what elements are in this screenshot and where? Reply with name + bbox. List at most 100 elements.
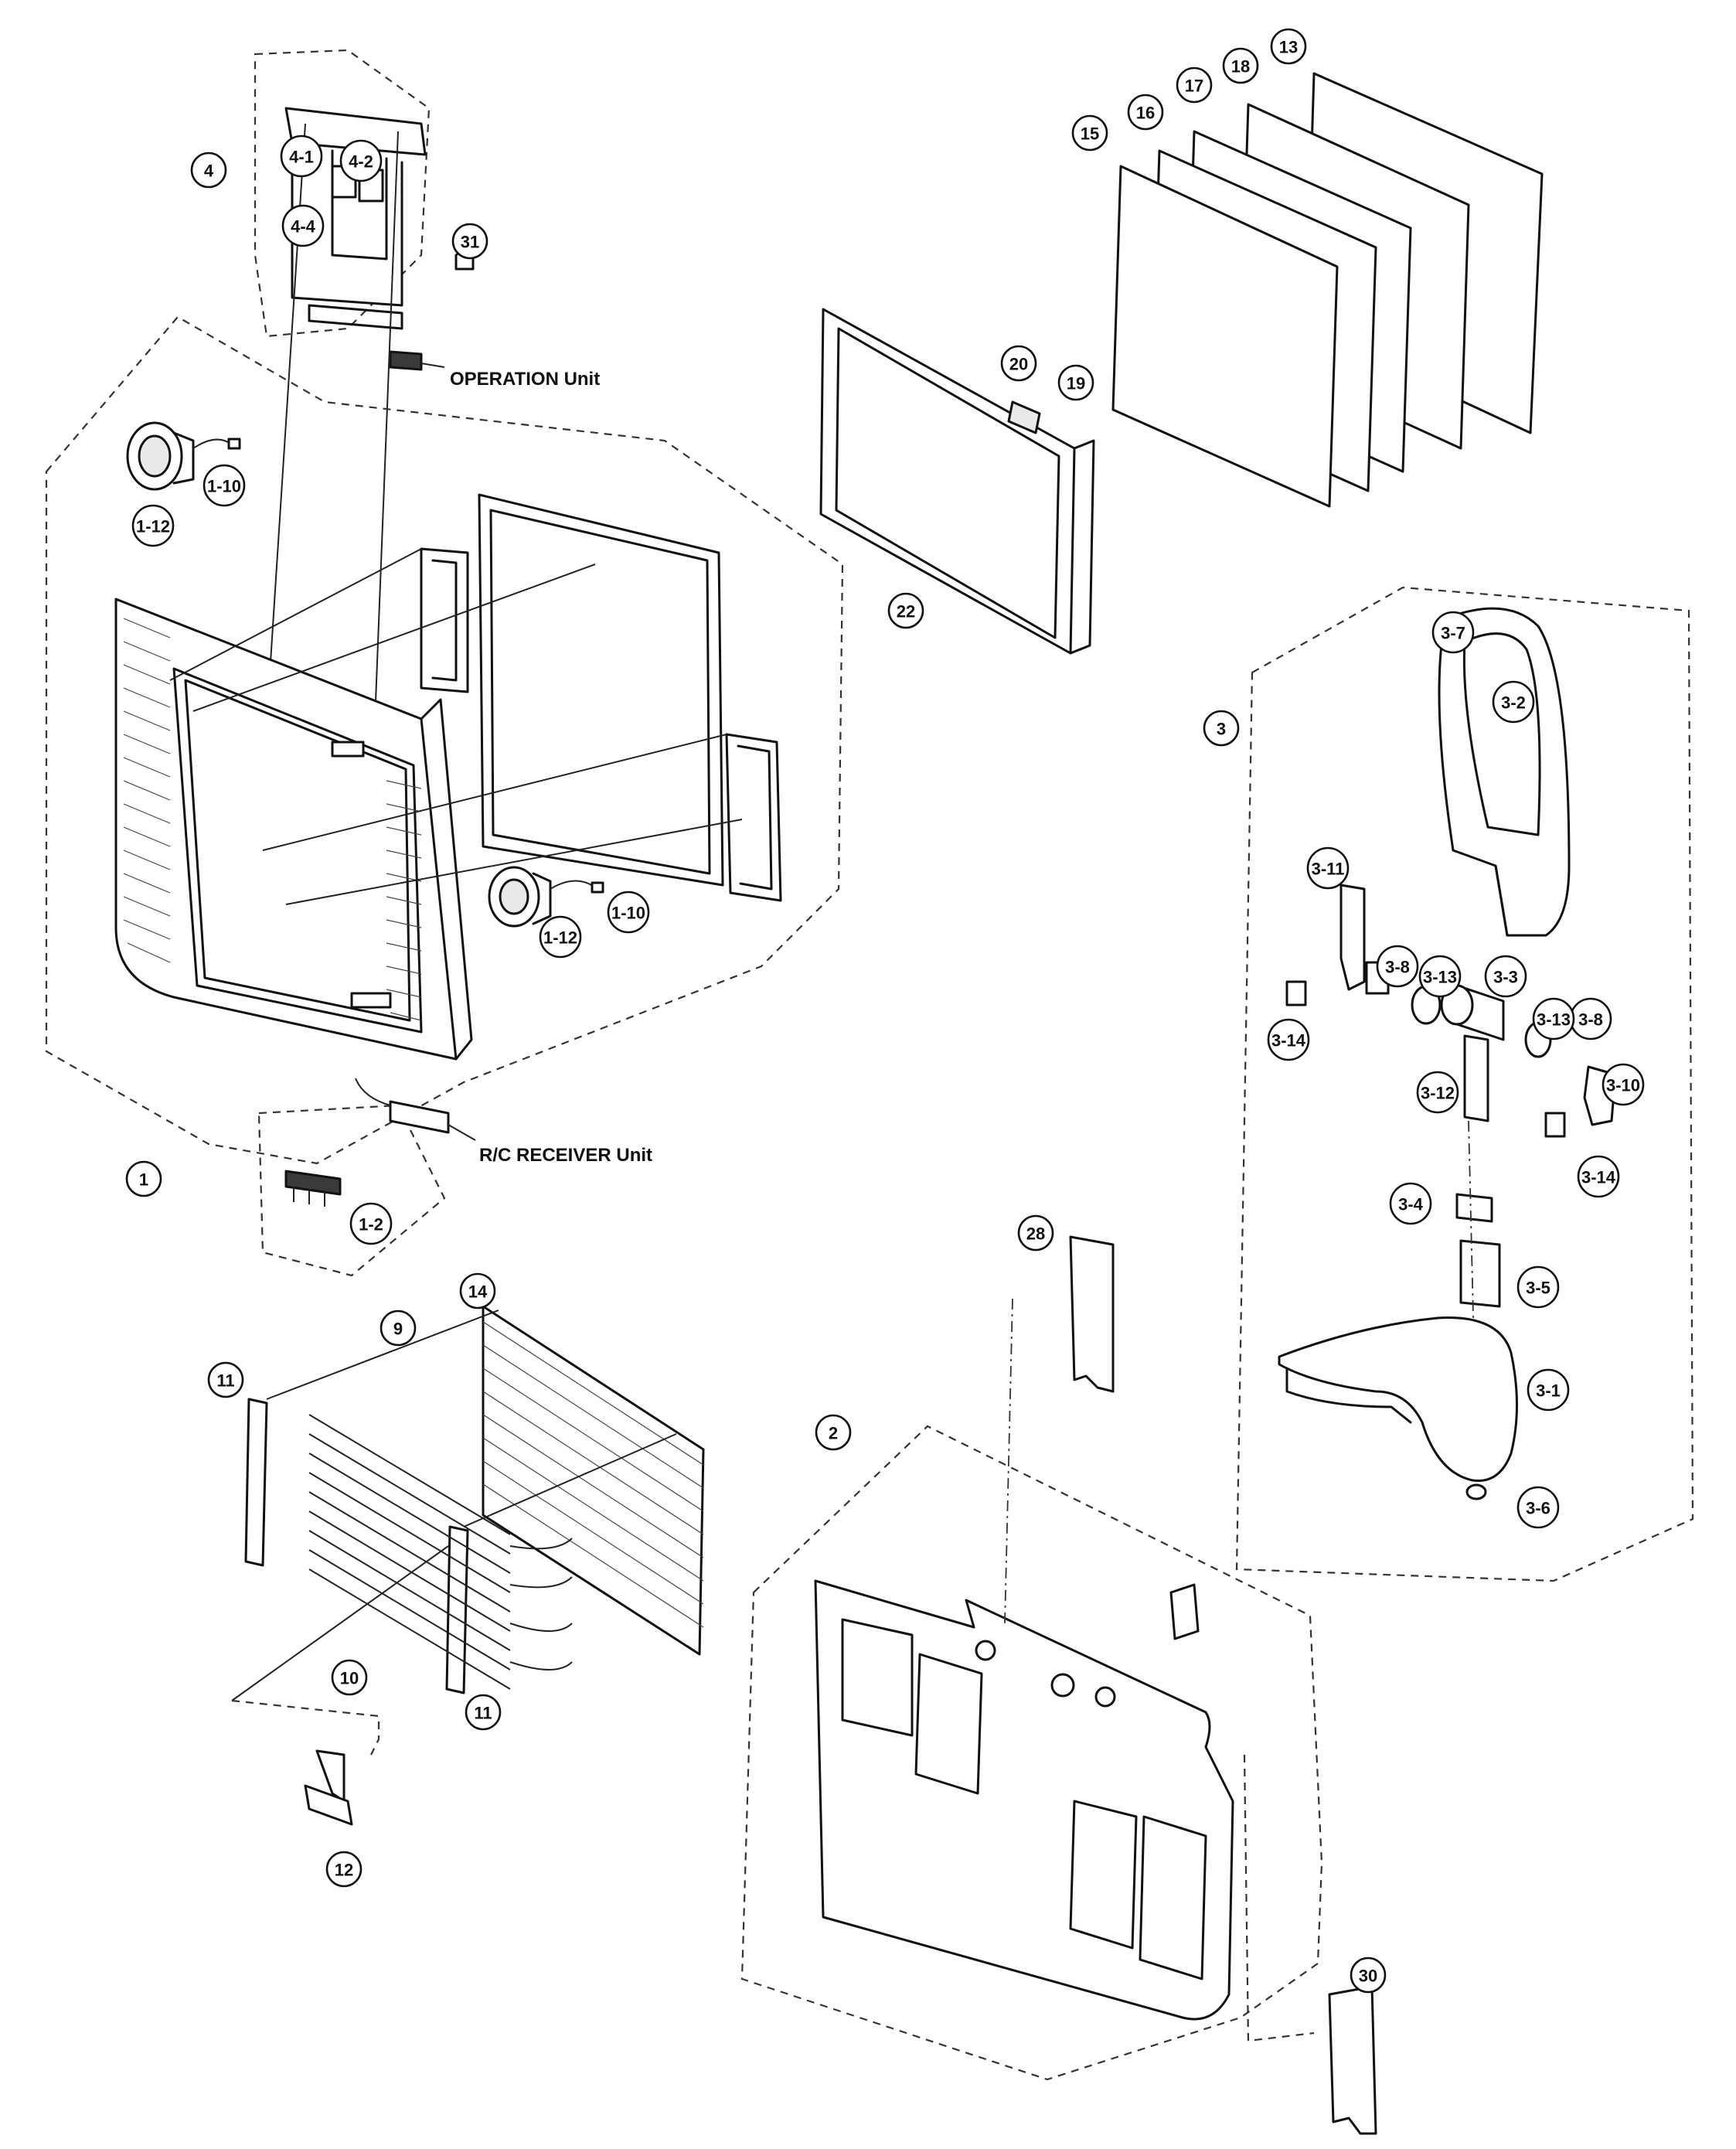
callout-circle	[1000, 345, 1037, 382]
callout-12: 12	[325, 1851, 363, 1888]
callout-circle	[1017, 1214, 1054, 1252]
callout-circle	[203, 464, 246, 507]
callout-circle	[1532, 997, 1575, 1040]
unit-label-operation: OPERATION Unit	[420, 363, 600, 390]
callout-4-1: 4-1	[280, 135, 323, 178]
callout-label: 3-6	[1526, 1499, 1550, 1518]
callout-circle	[131, 504, 175, 547]
callout-17: 17	[1176, 66, 1213, 104]
rear-cabinet	[814, 1579, 1234, 2021]
callout-label: 2	[829, 1424, 838, 1443]
callout-circle	[280, 135, 323, 178]
backlight-diffuser-14	[482, 1305, 705, 1656]
callout-circle	[281, 204, 325, 247]
callout-label: 11	[216, 1371, 234, 1391]
callout-label: 3-10	[1606, 1076, 1640, 1095]
callout-circle	[1431, 611, 1475, 654]
group-3-boundary	[1235, 586, 1694, 1582]
callout-label: 9	[393, 1320, 403, 1339]
bracket-12	[304, 1749, 353, 1826]
callout-circle	[465, 1694, 502, 1731]
callout-label: 3	[1217, 720, 1226, 739]
callout-3-13a: 3-13	[1418, 955, 1462, 998]
callout-circle	[325, 1851, 363, 1888]
callout-label: 4	[204, 162, 214, 181]
stand-hinge-parts	[1285, 884, 1617, 1446]
callout-label: 3-8	[1578, 1010, 1603, 1030]
callout-16: 16	[1127, 94, 1164, 131]
callout-label: 3-14	[1271, 1031, 1306, 1051]
callout-10: 10	[331, 1659, 368, 1696]
callout-3-14b: 3-14	[1577, 1155, 1620, 1198]
lamp-holder-11a	[244, 1398, 268, 1567]
callout-circle	[1306, 846, 1350, 890]
callout-label: 3-1	[1536, 1381, 1561, 1401]
callout-circle	[1127, 94, 1164, 131]
callout-label: 1-10	[611, 904, 645, 923]
callout-label: 30	[1359, 1967, 1377, 1986]
lamp-group-boundary	[231, 1699, 380, 1756]
callout-circle	[380, 1309, 417, 1347]
lcd-frame	[819, 308, 1095, 655]
callout-3-4: 3-4	[1389, 1182, 1432, 1225]
callout-circle	[125, 1160, 162, 1197]
callout-circle	[1602, 1063, 1645, 1106]
callout-circle	[815, 1414, 852, 1451]
lamps-9	[231, 1309, 677, 1701]
callout-label: 4-2	[349, 152, 373, 172]
cover-30	[1328, 1985, 1377, 2135]
group-2-boundary	[740, 1425, 1323, 2081]
callout-circle	[190, 152, 227, 189]
callout-circle	[331, 1659, 368, 1696]
callout-label: 3-3	[1493, 968, 1518, 987]
callout-3-12: 3-12	[1416, 1071, 1459, 1114]
callout-circle	[607, 891, 650, 934]
callout-13: 13	[1270, 28, 1307, 65]
callout-3-5: 3-5	[1516, 1265, 1560, 1309]
callout-label: 17	[1185, 77, 1203, 96]
callout-circle	[1057, 364, 1094, 401]
callout-3-13b: 3-13	[1532, 997, 1575, 1040]
callout-11a: 11	[207, 1361, 244, 1398]
callout-label: 3-8	[1385, 958, 1410, 977]
callout-4-2: 4-2	[339, 139, 383, 182]
callout-label: 11	[474, 1704, 492, 1723]
callout-1-10b: 1-10	[607, 891, 650, 934]
callout-label: 12	[335, 1861, 353, 1880]
callout-layer: 1 1-2 1-10 1-10 1-12 1-12 2 3 3-1 3-2 3-3 3-4 3-5 3-6…	[125, 28, 1645, 1994]
callout-4: 4	[190, 152, 227, 189]
callout-label: 22	[897, 602, 915, 622]
callout-circle	[1418, 955, 1462, 998]
lamp-holder-11b	[445, 1525, 469, 1694]
callout-label: 3-11	[1312, 860, 1345, 879]
callout-label: 1	[139, 1170, 148, 1190]
callout-circle	[1270, 28, 1307, 65]
callout-circle	[1267, 1018, 1310, 1061]
callout-label: 1-10	[207, 477, 241, 496]
callout-circle	[1492, 680, 1535, 724]
speaker-left	[126, 421, 241, 491]
callout-label: 10	[340, 1669, 359, 1688]
optical-sheets	[1111, 72, 1544, 508]
cover-28	[1004, 1235, 1115, 1624]
callout-label: 3-13	[1423, 968, 1457, 987]
callout-3-1: 3-1	[1527, 1368, 1570, 1412]
callout-label: 13	[1279, 38, 1298, 57]
callout-circle	[1376, 945, 1419, 988]
callout-1-12b: 1-12	[539, 915, 582, 959]
callout-1-12a: 1-12	[131, 504, 175, 547]
callout-3-6: 3-6	[1516, 1486, 1560, 1529]
callout-label: 3-2	[1501, 693, 1526, 713]
callout-30: 30	[1350, 1957, 1387, 1994]
callout-15: 15	[1071, 114, 1108, 152]
callout-4-4: 4-4	[281, 204, 325, 247]
callout-circle	[1516, 1265, 1560, 1309]
callout-19: 19	[1057, 364, 1094, 401]
callout-label: 1-2	[359, 1215, 383, 1235]
callout-circle	[1516, 1486, 1560, 1529]
callout-11b: 11	[465, 1694, 502, 1731]
callout-circle	[451, 223, 488, 260]
speaker-right	[488, 866, 604, 928]
group-1-boundary	[45, 315, 844, 1277]
